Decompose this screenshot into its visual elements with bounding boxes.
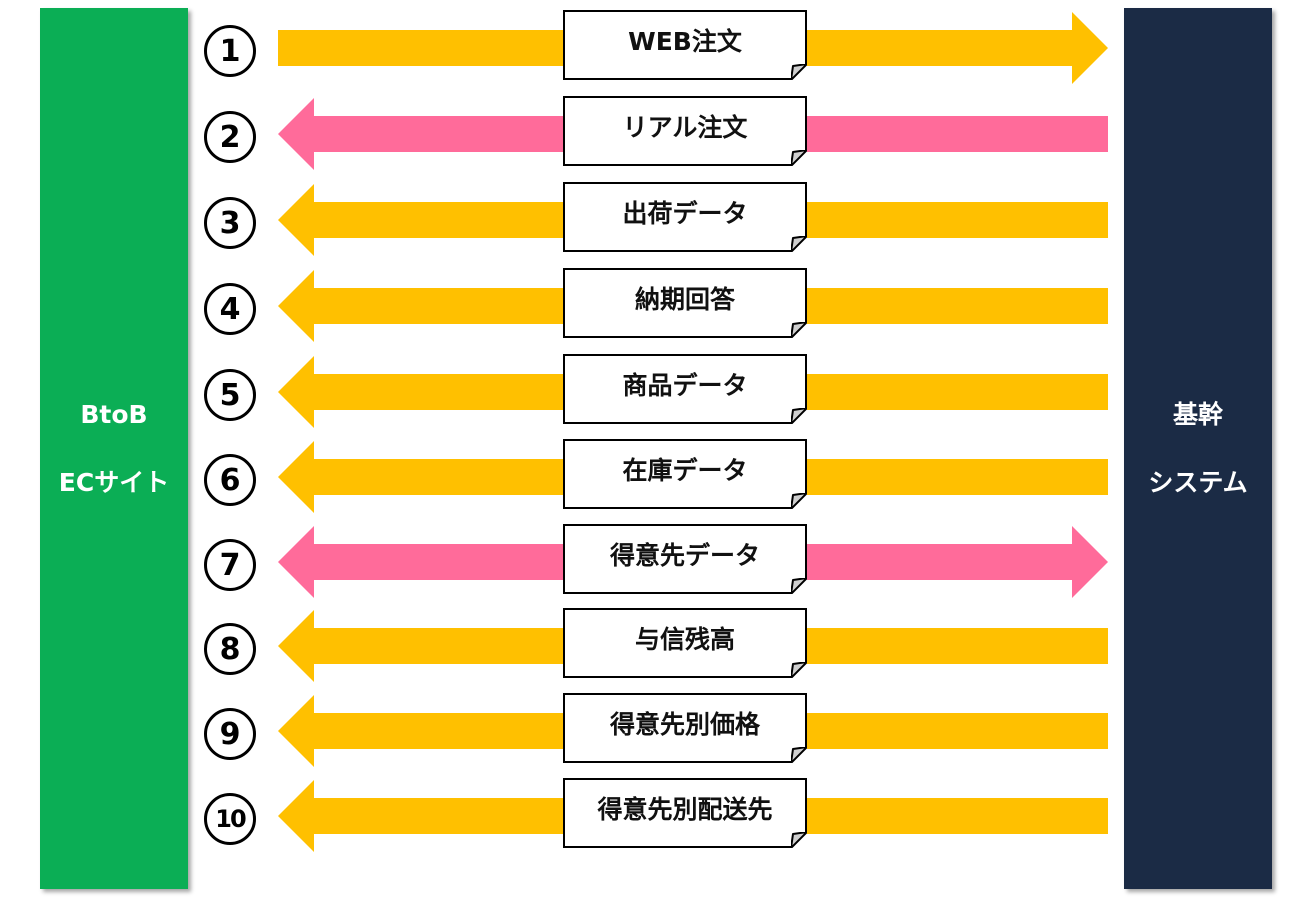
flow-label-box: 得意先別配送先 <box>563 778 807 848</box>
flow-label: 得意先データ <box>609 541 760 570</box>
btob-ec-site-panel: BtoB ECサイト <box>40 8 188 889</box>
flow-row: 3 出荷データ <box>0 180 1306 260</box>
folded-corner-icon <box>791 832 807 848</box>
folded-corner-icon <box>791 578 807 594</box>
flow-label: 与信残高 <box>634 625 735 654</box>
flow-row: 2 リアル注文 <box>0 94 1306 174</box>
core-system-line2: システム <box>1148 467 1248 497</box>
flow-label: 得意先別配送先 <box>597 795 773 824</box>
flow-row: 7 得意先データ <box>0 522 1306 602</box>
flow-label-box: 納期回答 <box>563 268 807 338</box>
folded-corner-icon <box>791 322 807 338</box>
flow-row: 5 商品データ <box>0 352 1306 432</box>
folded-corner-icon <box>791 64 807 80</box>
flow-number: 2 <box>204 111 256 163</box>
flow-label: 得意先別価格 <box>609 710 760 739</box>
flow-number: 3 <box>204 197 256 249</box>
flow-row: 8 与信残高 <box>0 606 1306 686</box>
flow-number: 1 <box>204 25 256 77</box>
folded-corner-icon <box>791 493 807 509</box>
flow-label: 商品データ <box>622 371 748 400</box>
ec-site-line1: BtoB <box>80 399 148 429</box>
core-system-panel: 基幹 システム <box>1124 8 1272 889</box>
flow-label: 在庫データ <box>622 456 748 485</box>
folded-corner-icon <box>791 662 807 678</box>
flow-number: 5 <box>204 369 256 421</box>
flow-number: 9 <box>204 708 256 760</box>
flow-number: 4 <box>204 283 256 335</box>
flow-label-box: 得意先別価格 <box>563 693 807 763</box>
flow-label-box: 出荷データ <box>563 182 807 252</box>
folded-corner-icon <box>791 236 807 252</box>
flow-label-box: 在庫データ <box>563 439 807 509</box>
folded-corner-icon <box>791 150 807 166</box>
flow-label-box: リアル注文 <box>563 96 807 166</box>
flow-row: 10 得意先別配送先 <box>0 776 1306 856</box>
folded-corner-icon <box>791 747 807 763</box>
flow-row: 4 納期回答 <box>0 266 1306 346</box>
flow-label: 納期回答 <box>634 285 735 314</box>
flow-label-box: WEB注文 <box>563 10 807 80</box>
flow-label: WEB注文 <box>628 27 742 56</box>
flow-row: 6 在庫データ <box>0 437 1306 517</box>
flow-number: 7 <box>204 539 256 591</box>
folded-corner-icon <box>791 408 807 424</box>
core-system-line1: 基幹 <box>1172 399 1223 429</box>
flow-number: 10 <box>204 793 256 845</box>
flow-label-box: 商品データ <box>563 354 807 424</box>
flow-label-box: 与信残高 <box>563 608 807 678</box>
flow-label-box: 得意先データ <box>563 524 807 594</box>
flow-number: 6 <box>204 454 256 506</box>
flow-number: 8 <box>204 623 256 675</box>
flow-label: リアル注文 <box>622 113 748 142</box>
flow-row: 9 得意先別価格 <box>0 691 1306 771</box>
flow-row: 1 WEB注文 <box>0 8 1306 88</box>
ec-site-line2: ECサイト <box>58 467 170 497</box>
flow-label: 出荷データ <box>622 199 748 228</box>
